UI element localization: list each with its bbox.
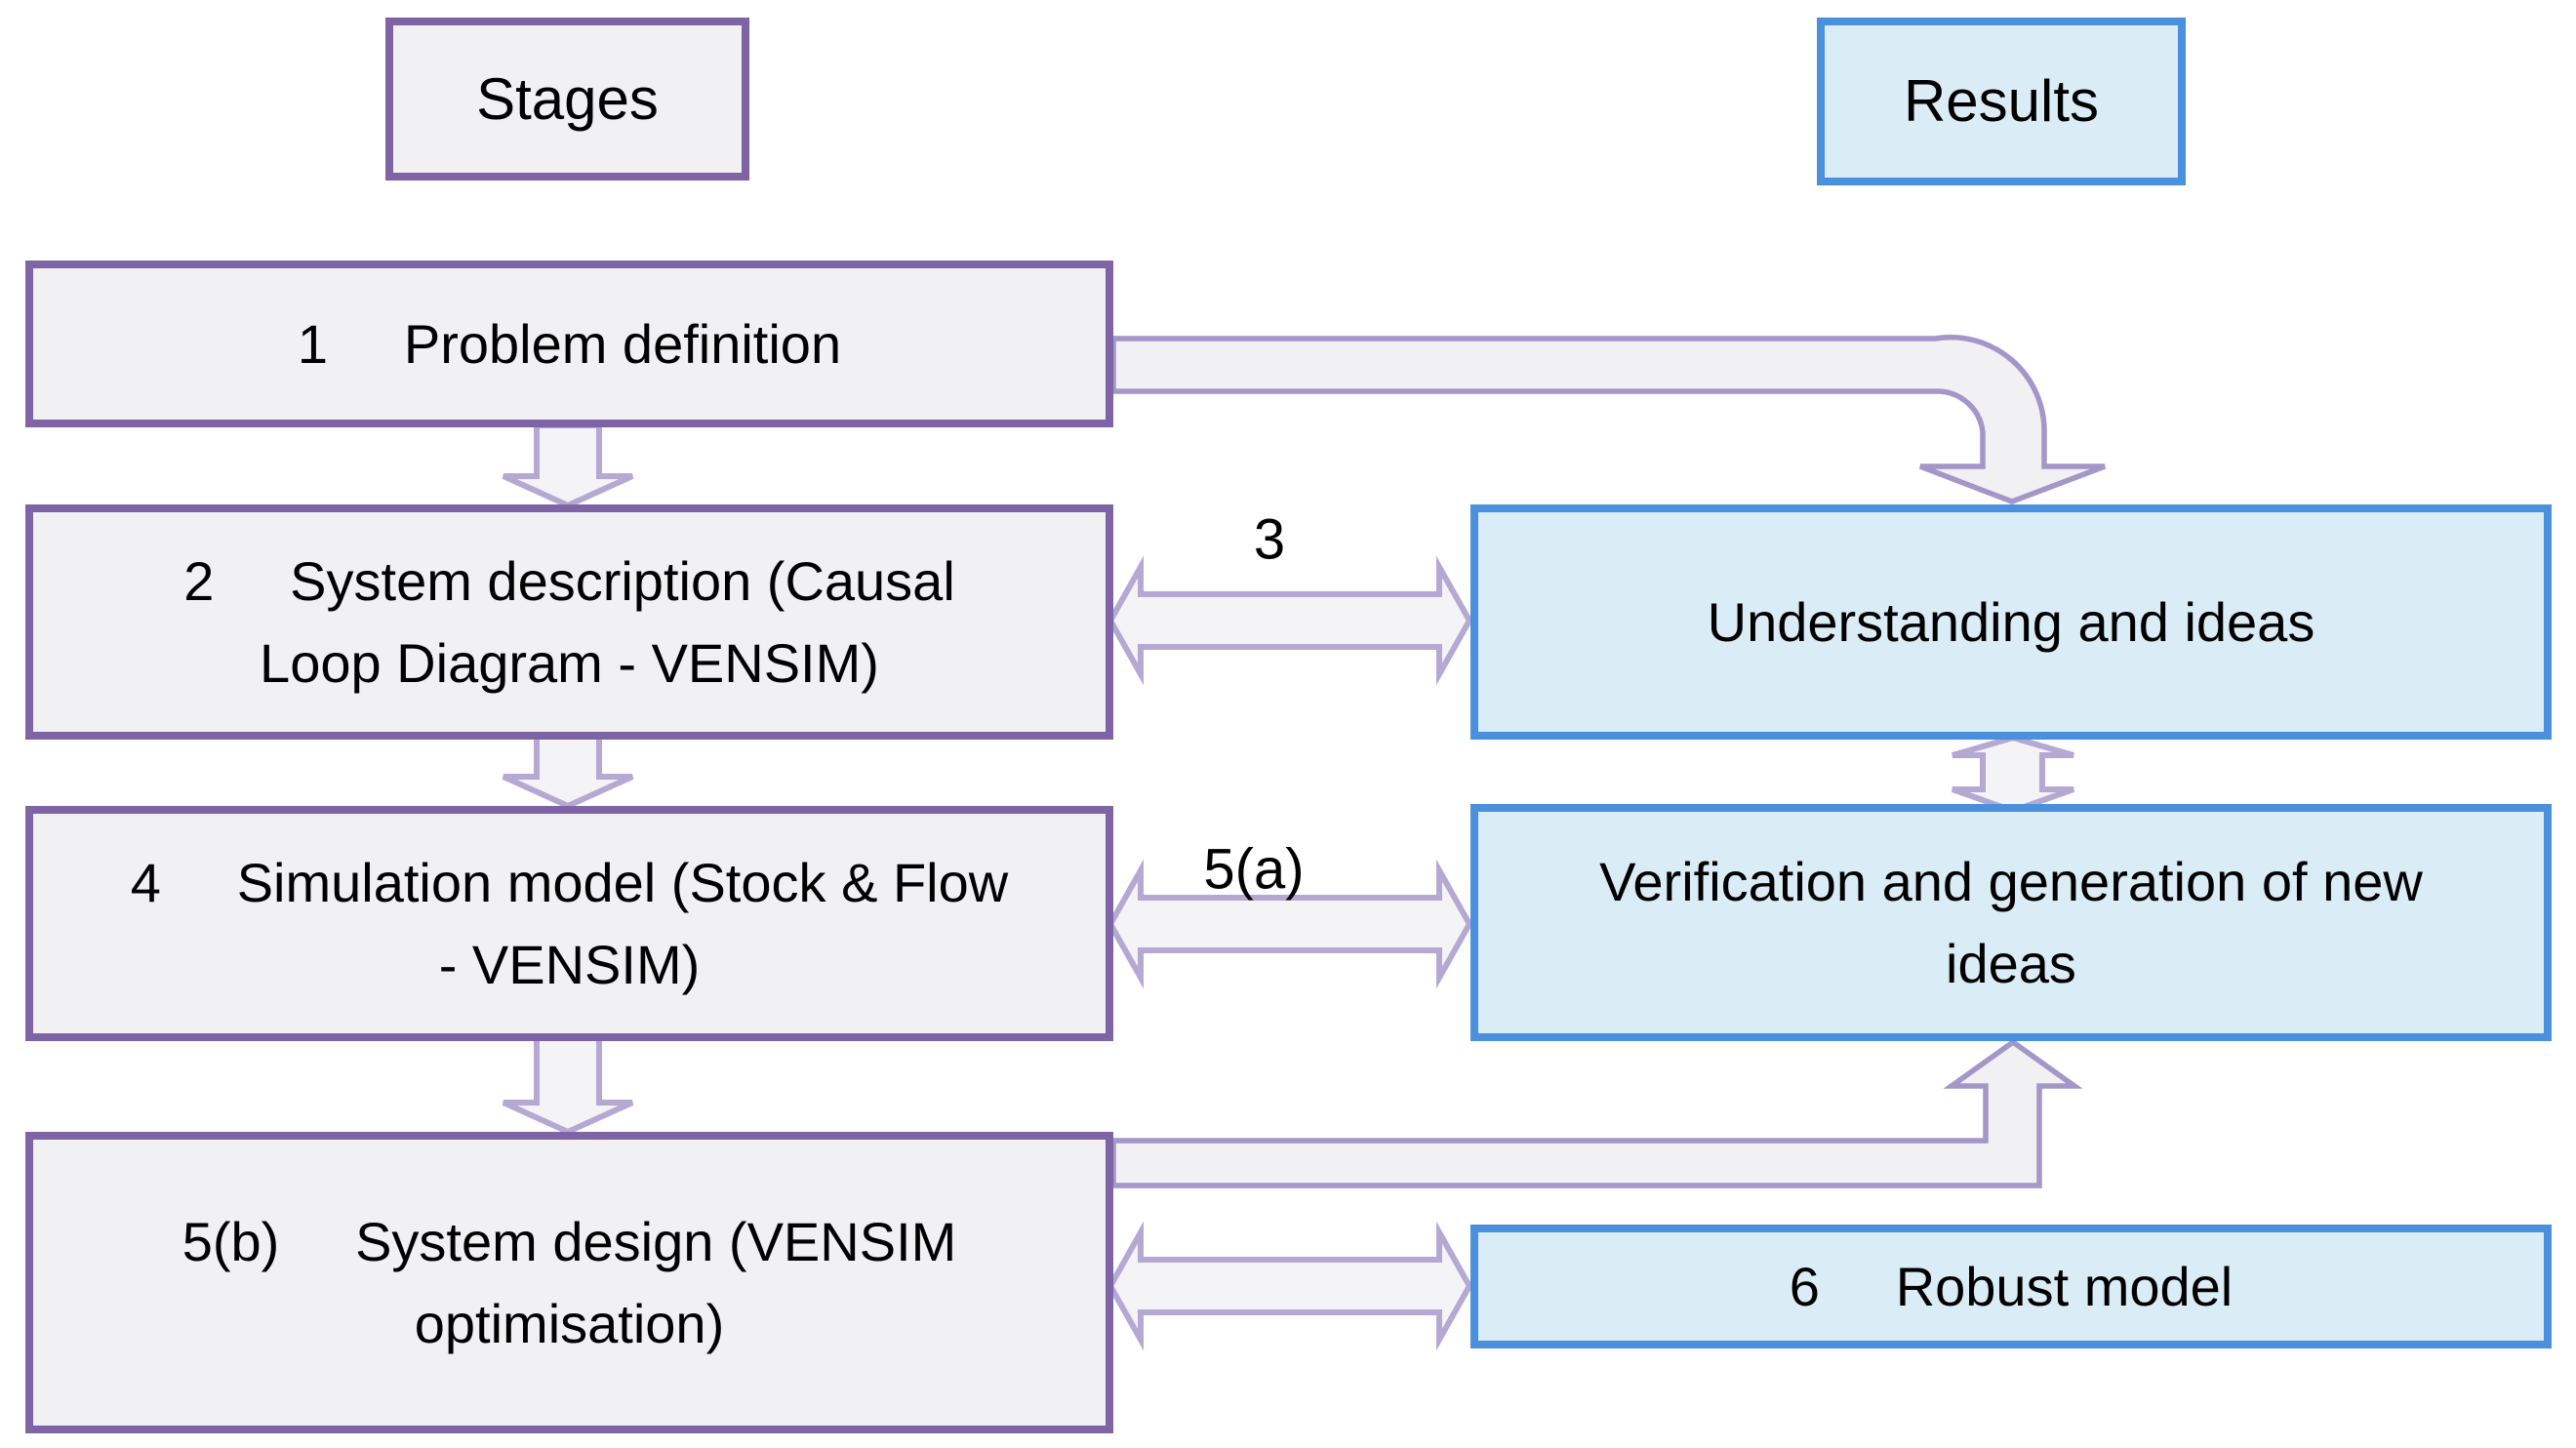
stage-box-system-design: 5(b) System design (VENSIM optimisation) (25, 1132, 1113, 1433)
stage-box-label: 5(b) System design (VENSIM optimisation) (181, 1210, 957, 1354)
result-box-robust-model: 6 Robust model (1470, 1225, 2552, 1348)
results-header: Results (1817, 18, 2186, 185)
arrow-bidirectional-5a (1107, 859, 1473, 989)
arrow-system-design-to-verification (1110, 1038, 2083, 1188)
connector-label-5a: 5(a) (1203, 837, 1305, 902)
connector-label-3: 3 (1253, 507, 1286, 572)
stage-box-system-description: 2 System description (Causal Loop Diagra… (25, 504, 1113, 740)
result-box-label: 6 Robust model (1789, 1255, 2234, 1317)
stage-box-simulation-model: 4 Simulation model (Stock & Flow - VENSI… (25, 806, 1113, 1041)
stages-header: Stages (385, 18, 749, 181)
arrow-bidirectional-3 (1107, 555, 1473, 686)
stage-box-label: 1 Problem definition (297, 312, 842, 375)
arrow-bidirectional-system-design-robust (1107, 1221, 1473, 1351)
result-box-understanding: Understanding and ideas (1470, 504, 2552, 740)
arrow-problem-to-understanding (1110, 334, 2106, 504)
arrow-bidirectional-understanding-verification (1951, 734, 2075, 815)
arrow-down-problem-to-system-description (502, 422, 634, 509)
arrow-down-system-description-to-simulation (502, 734, 634, 810)
stage-box-label: 4 Simulation model (Stock & Flow - VENSI… (130, 851, 1009, 995)
result-box-verification: Verification and generation of new ideas (1470, 804, 2552, 1041)
stage-box-problem-definition: 1 Problem definition (25, 261, 1113, 427)
result-box-label: Verification and generation of new ideas (1599, 850, 2423, 994)
result-box-label: Understanding and ideas (1707, 590, 2315, 653)
stages-header-label: Stages (476, 65, 659, 132)
arrow-down-simulation-to-system-design (502, 1035, 634, 1136)
results-header-label: Results (1903, 68, 2100, 134)
stage-box-label: 2 System description (Causal Loop Diagra… (183, 549, 955, 694)
